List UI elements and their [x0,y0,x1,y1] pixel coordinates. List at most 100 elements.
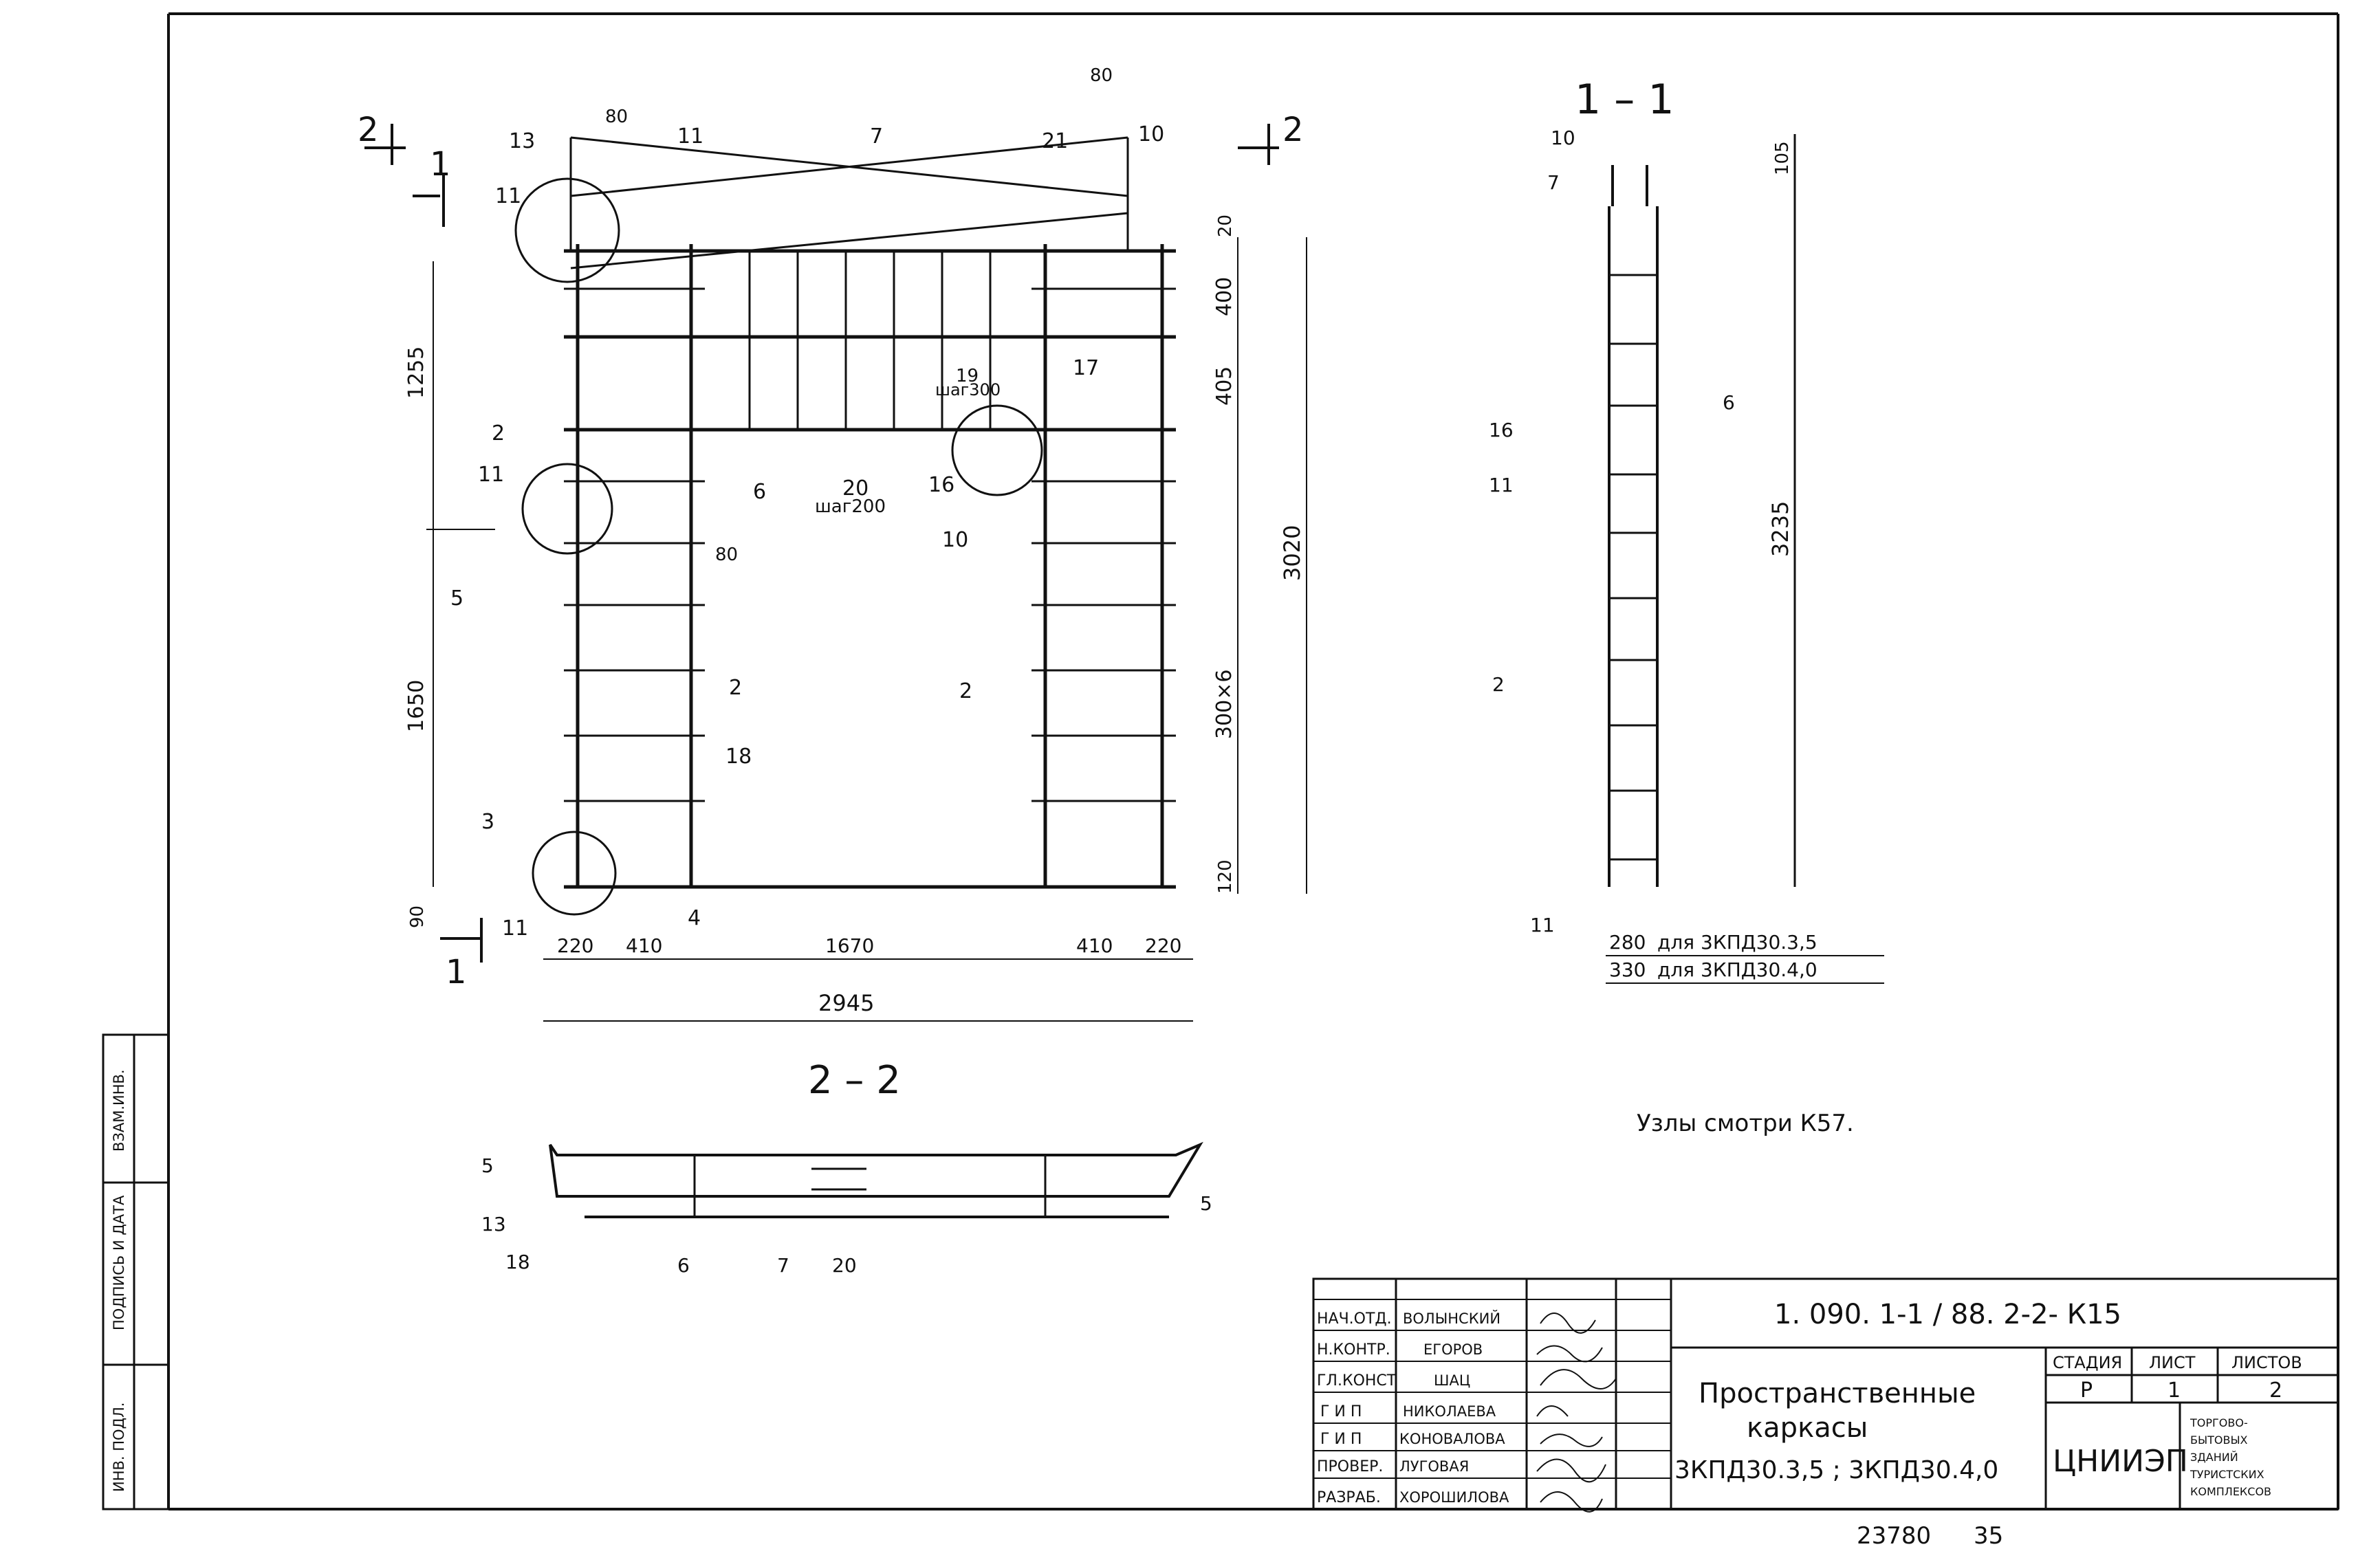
cut-label-2-right: 2 [1282,111,1304,149]
nodes-note: Узлы смотри К57. [1637,1110,1854,1137]
bv-callout-6: 6 [677,1254,690,1277]
side-callout-11b: 11 [1530,914,1555,936]
role-0: НАЧ.ОТД. [1317,1310,1392,1328]
width-row-1-text: для 3КПД30.3,5 [1657,931,1817,954]
dim-right-3020: 3020 [1279,525,1305,581]
role-3: Г И П [1320,1403,1362,1420]
side-label-podpis: ПОДПИСЬ И ДАТА [111,1195,127,1330]
name-0: ВОЛЫНСКИЙ [1403,1310,1500,1327]
side-label-inv: ИНВ. ПОДЛ. [111,1403,127,1492]
title-block: НАЧ.ОТД. Н.КОНТР. ГЛ.КОНСТ Г И П Г И П П… [1312,1277,2339,1513]
dim-right-400: 400 [1212,277,1236,316]
side-label-vzam: ВЗАМ.ИНВ. [111,1069,127,1152]
bv-callout-20: 20 [832,1254,857,1277]
dim-right-120: 120 [1215,859,1236,894]
callout-10: 10 [1138,122,1164,146]
dim-inner-80: 80 [715,545,738,565]
sheet-value: 1 [2168,1378,2181,1403]
name-3: НИКОЛАЕВА [1403,1403,1496,1420]
width-row-1-dim: 280 [1609,931,1646,954]
title-line-1: Пространственные [1699,1378,1976,1409]
side-callout-16: 16 [1489,419,1514,441]
callout-20: 20 [842,476,869,501]
name-5: ЛУГОВАЯ [1399,1458,1469,1475]
side-callout-7: 7 [1547,171,1560,194]
dim-right-405: 405 [1212,366,1236,406]
callout-2: 2 [492,421,505,446]
width-row-2-dim: 330 [1609,958,1646,981]
callout-10b: 10 [942,528,968,552]
side-dim-3235: 3235 [1767,501,1793,557]
dim-left-1255: 1255 [404,347,428,399]
callout-11: 11 [677,124,703,149]
role-1: Н.КОНТР. [1317,1341,1390,1359]
callout-2b: 2 [729,676,742,700]
cut-label-1-left: 1 [430,145,451,184]
drawing-code: 1. 090. 1-1 / 88. 2-2- К15 [1774,1299,2121,1330]
callout-2c: 2 [959,679,972,703]
cut-label-1-bottom: 1 [446,953,467,991]
width-row-2-text: для 3КПД30.4,0 [1657,958,1817,981]
dim-overall-2945: 2945 [818,990,874,1016]
name-1: ЕГОРОВ [1423,1341,1483,1358]
dim-top-80-left: 80 [605,107,628,127]
callout-18: 18 [725,745,752,769]
dim-bottom-220-right: 220 [1145,934,1181,957]
dim-left-90: 90 [407,905,428,928]
org-desc-0: ТОРГОВО- [2190,1416,2248,1429]
role-6: РАЗРАБ. [1317,1489,1381,1506]
dim-bottom-410-right: 410 [1076,934,1113,957]
callout-4: 4 [688,906,701,930]
side-callout-6: 6 [1723,391,1735,414]
plan-view: 2 1 1 2 80 80 1255 1650 90 20 400 405 30… [358,65,1307,1022]
org-desc-4: КОМПЛЕКСОВ [2190,1485,2271,1498]
org-name: ЦНИИЭП [2053,1444,2188,1479]
section-2-2-title: 2 – 2 [808,1058,901,1103]
archive-number: 23780 [1857,1522,1931,1550]
side-callout-2: 2 [1492,673,1505,696]
stage-label: СТАДИЯ [2053,1353,2122,1372]
step-200-note: шаг200 [815,496,886,517]
org-desc-3: ТУРИСТСКИХ [2190,1468,2264,1481]
callout-5: 5 [450,586,463,611]
role-5: ПРОВЕР. [1317,1458,1383,1475]
title-line-2: каркасы [1747,1412,1868,1444]
callout-13: 13 [509,129,535,153]
sheet-frame [167,12,2339,1510]
dim-top-80-right: 80 [1090,65,1113,86]
cut-label-2-left: 2 [358,111,379,149]
stage-value: Р [2080,1378,2093,1403]
role-2: ГЛ.КОНСТ [1317,1372,1397,1389]
name-6: ХОРОШИЛОВА [1399,1489,1509,1506]
title-line-3: 3КПД30.3,5 ; 3КПД30.4,0 [1674,1456,1998,1484]
side-callout-11: 11 [1489,474,1514,496]
callout-11d: 11 [502,916,528,941]
side-stamp: ВЗАМ.ИНВ. ПОДПИСЬ И ДАТА ИНВ. ПОДЛ. [102,1033,170,1510]
callout-6: 6 [753,480,766,504]
callout-19: 19 [956,366,979,386]
dim-left-1650: 1650 [404,680,428,732]
section-1-1-title: 1 – 1 [1575,76,1674,124]
bv-callout-5-right: 5 [1200,1192,1212,1215]
org-desc-2: ЗДАНИЙ [2190,1451,2238,1464]
dim-bottom-1670: 1670 [825,934,874,957]
signatures [1536,1312,1617,1513]
dim-bottom-220-left: 220 [557,934,593,957]
bv-callout-5-left: 5 [481,1154,494,1177]
side-dim-105: 105 [1772,141,1793,175]
section-1-1: 1 – 1 10 7 16 6 11 2 11 105 3235 [1489,76,1884,984]
callout-17: 17 [1073,356,1099,380]
callout-3: 3 [481,810,494,834]
callout-7: 7 [870,124,883,149]
section-2-2: 2 – 2 5 13 18 6 7 20 5 [481,1058,1212,1277]
bv-callout-13: 13 [481,1213,506,1235]
sheets-label: ЛИСТОВ [2231,1353,2302,1372]
org-desc-1: БЫТОВЫХ [2190,1433,2248,1447]
side-callout-10: 10 [1551,127,1575,149]
sheets-value: 2 [2269,1378,2282,1403]
step-300-note: шаг300 [935,380,1001,399]
callout-11b: 11 [495,184,521,208]
name-2: ШАЦ [1434,1372,1470,1389]
callout-16: 16 [928,473,954,497]
